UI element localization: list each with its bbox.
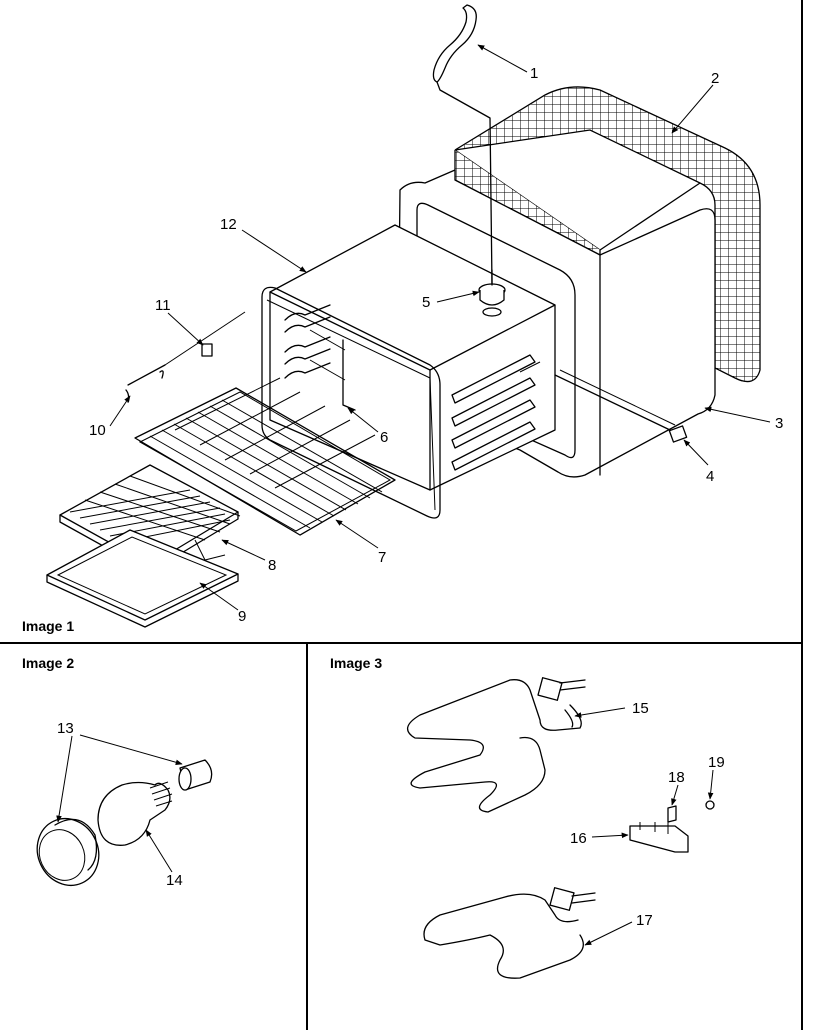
callout-4: 4: [706, 468, 714, 485]
leader-lines-image-3: [574, 707, 714, 946]
callout-18: 18: [668, 769, 685, 786]
leader-lines: [109, 44, 771, 611]
panel-label-image-1: Image 1: [22, 618, 74, 634]
callout-5: 5: [422, 294, 430, 311]
rack-wires: [149, 377, 383, 529]
terminal-clip: [667, 805, 677, 823]
light-socket: [478, 269, 506, 317]
callout-1: 1: [530, 65, 538, 82]
panel-label-image-3: Image 3: [330, 655, 382, 671]
light-assembly: Image 2 13 14: [22, 655, 213, 889]
oven-rack: [134, 377, 396, 536]
callout-12: 12: [220, 216, 237, 233]
broiler-pan: [46, 529, 239, 628]
clip-and-wires: [125, 311, 246, 403]
callout-11: 11: [155, 297, 171, 314]
callout-7: 7: [378, 549, 386, 566]
callout-19: 19: [708, 754, 725, 771]
rod-bracket: [554, 369, 688, 443]
callout-2: 2: [711, 70, 719, 87]
callout-10: 10: [89, 422, 106, 439]
oven-cavity-assembly: 1 2 3 4 5 6 7 8 9 10 11 12 Image 1: [22, 4, 783, 634]
callout-13: 13: [57, 720, 74, 737]
leader-lines-image-2: [56, 734, 183, 873]
heating-elements: Image 3 15 1: [330, 655, 725, 979]
screw: [705, 800, 715, 810]
callout-labels: 1 2 3 4 5 6 7 8 9 10 11 12: [89, 65, 783, 625]
socket-ring: [178, 759, 213, 791]
callout-8: 8: [268, 557, 276, 574]
bake-element: [407, 677, 586, 813]
callout-14: 14: [166, 872, 183, 889]
side-vents: [451, 354, 541, 471]
thermostat-bulb: [432, 4, 493, 286]
callout-9: 9: [238, 608, 246, 625]
callout-17: 17: [636, 912, 653, 929]
callout-15: 15: [632, 700, 649, 717]
callout-16: 16: [570, 830, 587, 847]
panel-label-image-2: Image 2: [22, 655, 74, 671]
callout-3: 3: [775, 415, 783, 432]
callout-6: 6: [380, 429, 388, 446]
broil-element: [423, 887, 596, 979]
light-bulb: [97, 781, 173, 846]
terminal-block: [629, 822, 689, 853]
lens-cover: [36, 818, 100, 886]
rack-supports: [284, 304, 346, 381]
